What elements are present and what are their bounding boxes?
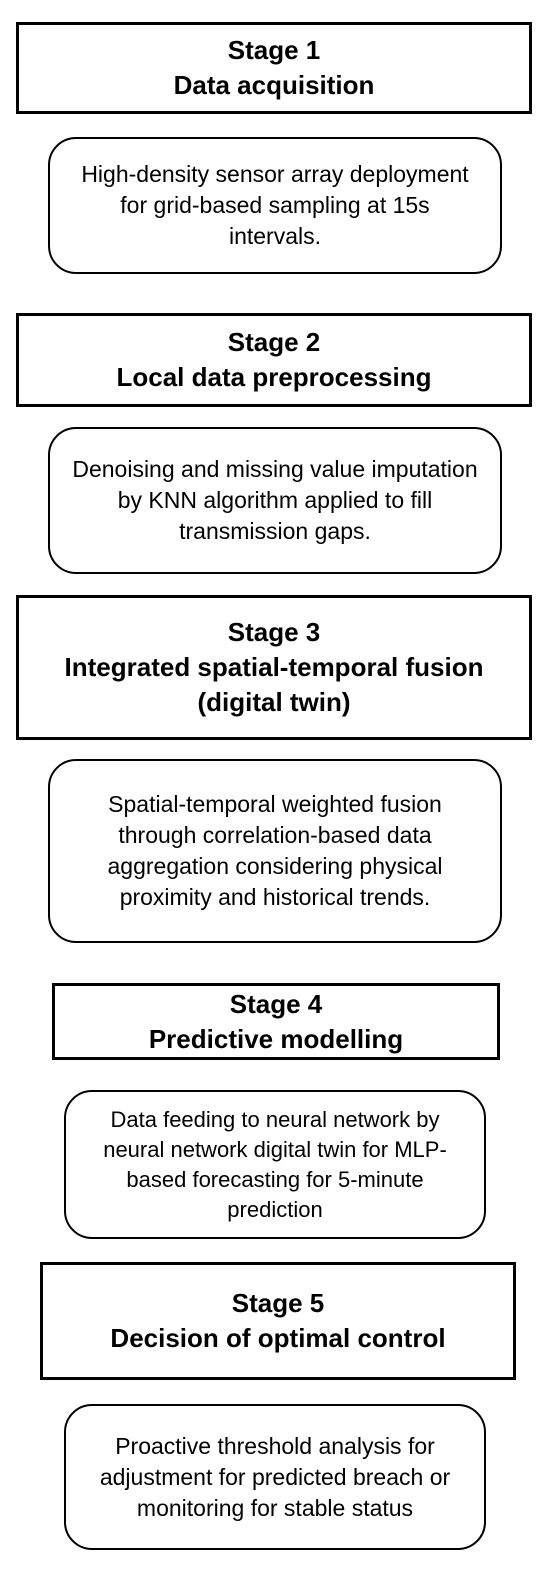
stage-3-number: Stage 3 <box>227 617 321 647</box>
stage-4-box: Stage 4 Predictive modelling <box>52 983 500 1060</box>
stage-1-number: Stage 1 <box>227 35 321 65</box>
stage-5-box: Stage 5 Decision of optimal control <box>40 1262 516 1380</box>
stage-5-title: Decision of optimal control <box>110 1323 446 1353</box>
stage-1-title: Data acquisition <box>173 70 375 100</box>
stage-2-box: Stage 2 Local data preprocessing <box>16 313 532 407</box>
stage-3-description-box: Spatial-temporal weighted fusion through… <box>48 759 502 943</box>
stage-2-description: Denoising and missing value imputation b… <box>72 456 478 544</box>
stage-2-title: Local data preprocessing <box>116 362 432 392</box>
stage-1-description-box: High-density sensor array deployment for… <box>48 137 502 274</box>
stage-5-description: Proactive threshold analysis for adjustm… <box>99 1432 451 1521</box>
stage-4-number: Stage 4 <box>229 988 323 1019</box>
stage-1-description: High-density sensor array deployment for… <box>81 161 469 249</box>
stage-1-box: Stage 1 Data acquisition <box>16 22 532 114</box>
stage-3-box: Stage 3 Integrated spatial-temporal fusi… <box>16 595 532 740</box>
stage-3-title: Integrated spatial-temporal fusion (digi… <box>64 652 484 717</box>
stage-4-title: Predictive modelling <box>148 1023 404 1054</box>
stage-5-description-box: Proactive threshold analysis for adjustm… <box>64 1404 486 1550</box>
stage-4-description: Data feeding to neural network by neural… <box>103 1106 447 1222</box>
stage-2-description-box: Denoising and missing value imputation b… <box>48 427 502 574</box>
stage-2-number: Stage 2 <box>227 327 321 357</box>
stage-4-description-box: Data feeding to neural network by neural… <box>64 1090 486 1239</box>
stage-5-number: Stage 5 <box>231 1288 325 1318</box>
stage-3-description: Spatial-temporal weighted fusion through… <box>107 791 443 910</box>
